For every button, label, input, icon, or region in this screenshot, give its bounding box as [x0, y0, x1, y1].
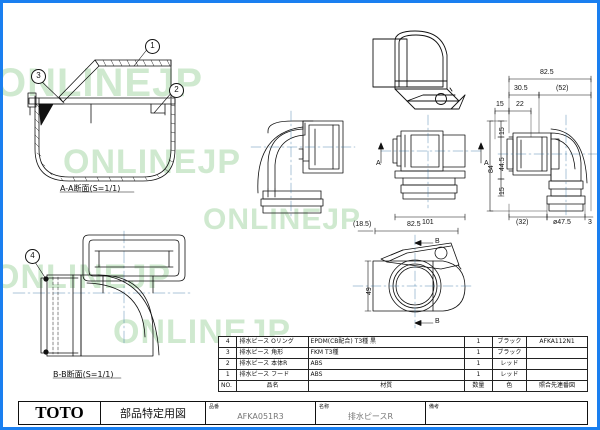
cell-qty: 1	[464, 347, 493, 359]
cell-material: FKM T3種	[307, 347, 466, 359]
view-isometric	[373, 31, 465, 109]
dim-bottom-offset: (18.5)	[353, 221, 372, 228]
view-section-aa	[28, 60, 175, 181]
cell-no: 2	[217, 358, 238, 370]
balloon-3: 3	[31, 69, 46, 84]
cell-qty: 1	[464, 336, 493, 348]
dim-sub-width-4: 22	[516, 101, 524, 108]
part-number-field: 品番 AFKA051R3	[206, 402, 316, 424]
dim-height-mid: 44.5	[499, 157, 506, 171]
cell-no: 3	[217, 347, 238, 359]
table-row: 2 排水ピース 本体R ABS 1 レッド	[217, 358, 588, 370]
section-mark-b-top: B	[435, 238, 440, 245]
view-bottom	[353, 228, 473, 328]
part-number-label: 品番	[209, 404, 220, 410]
cell-material: ABS	[307, 358, 466, 370]
section-aa-label: A-A断面(S=1/1)	[60, 184, 121, 193]
dim-base-right: 3	[588, 219, 592, 226]
section-mark-a-right: A	[484, 160, 489, 167]
header-color: 色	[491, 380, 528, 392]
cell-name: 排水ピース 本体R	[236, 358, 309, 370]
dim-overall-width: 82.5	[540, 69, 554, 76]
document-type: 部品特定用図	[101, 402, 206, 424]
section-mark-a-left: A	[376, 160, 381, 167]
cell-qty: 1	[464, 369, 493, 381]
cell-ref	[526, 358, 588, 370]
parts-table: 4 排水ピース Oリング EPDM(CB配合) T3種 黒 1 ブラック AFK…	[217, 336, 588, 392]
balloon-1: 1	[145, 39, 160, 54]
dim-top-length: 101	[422, 219, 434, 226]
table-row: 4 排水ピース Oリング EPDM(CB配合) T3種 黒 1 ブラック AFK…	[217, 336, 588, 348]
dim-diameter: ø47.5	[553, 219, 571, 226]
remark-field: 備考	[426, 402, 587, 424]
table-row: 1 排水ピース フード ABS 1 レッド	[217, 369, 588, 381]
cell-name: 排水ピース Oリング	[236, 336, 309, 348]
dim-bottom-height: 49	[366, 287, 373, 295]
table-row: 3 排水ピース 角形 FKM T3種 1 ブラック	[217, 347, 588, 359]
cell-material: ABS	[307, 369, 466, 381]
product-name-label: 名称	[319, 404, 330, 410]
dim-height-bot: 15	[499, 187, 506, 195]
table-header-row: NO. 品名 材質 数量 色 照合先連番図	[217, 380, 588, 392]
cell-material: EPDM(CB配合) T3種 黒	[307, 336, 466, 348]
technical-drawing	[3, 3, 600, 430]
product-name-field: 名称 排水ピースR	[316, 402, 426, 424]
cell-no: 4	[217, 336, 238, 348]
product-name-value: 排水ピースR	[347, 411, 394, 421]
header-material: 材質	[307, 380, 466, 392]
cell-color: ブラック	[491, 347, 528, 359]
dim-height-top: 15	[499, 127, 506, 135]
cell-ref	[526, 369, 588, 381]
cell-name: 排水ピース 角形	[236, 347, 309, 359]
view-top-101	[379, 115, 484, 220]
brand-logo: TOTO	[19, 402, 101, 424]
cell-color: レッド	[491, 358, 528, 370]
cell-qty: 1	[464, 358, 493, 370]
dim-sub-width-3: 15	[496, 101, 504, 108]
header-no: NO.	[217, 380, 238, 392]
balloon-4: 4	[25, 249, 40, 264]
dim-overall-height: 84	[488, 165, 495, 173]
view-section-bb	[13, 231, 193, 356]
cell-color: レッド	[491, 369, 528, 381]
header-ref: 照合先連番図	[526, 380, 588, 392]
cell-color: ブラック	[491, 336, 528, 348]
cell-ref: AFKA112N1	[526, 336, 588, 348]
dim-sub-width-2: (52)	[556, 85, 569, 92]
title-block: TOTO 部品特定用図 品番 AFKA051R3 名称 排水ピースR 備考	[18, 401, 588, 425]
balloon-2: 2	[169, 83, 184, 98]
dim-base-left: (32)	[516, 219, 529, 226]
cell-no: 1	[217, 369, 238, 381]
view-front-dimensioned	[487, 76, 598, 220]
cell-ref	[526, 347, 588, 359]
remark-label: 備考	[429, 404, 440, 410]
header-qty: 数量	[464, 380, 493, 392]
section-mark-b-bottom: B	[435, 318, 440, 325]
section-bb-label: B-B断面(S=1/1)	[53, 370, 114, 379]
cell-name: 排水ピース フード	[236, 369, 309, 381]
header-name: 品名	[236, 380, 309, 392]
dim-bottom-width: 82.5	[407, 221, 421, 228]
part-number-value: AFKA051R3	[237, 411, 284, 421]
view-elbow-side	[251, 111, 355, 218]
dim-sub-width-1: 30.5	[514, 85, 528, 92]
